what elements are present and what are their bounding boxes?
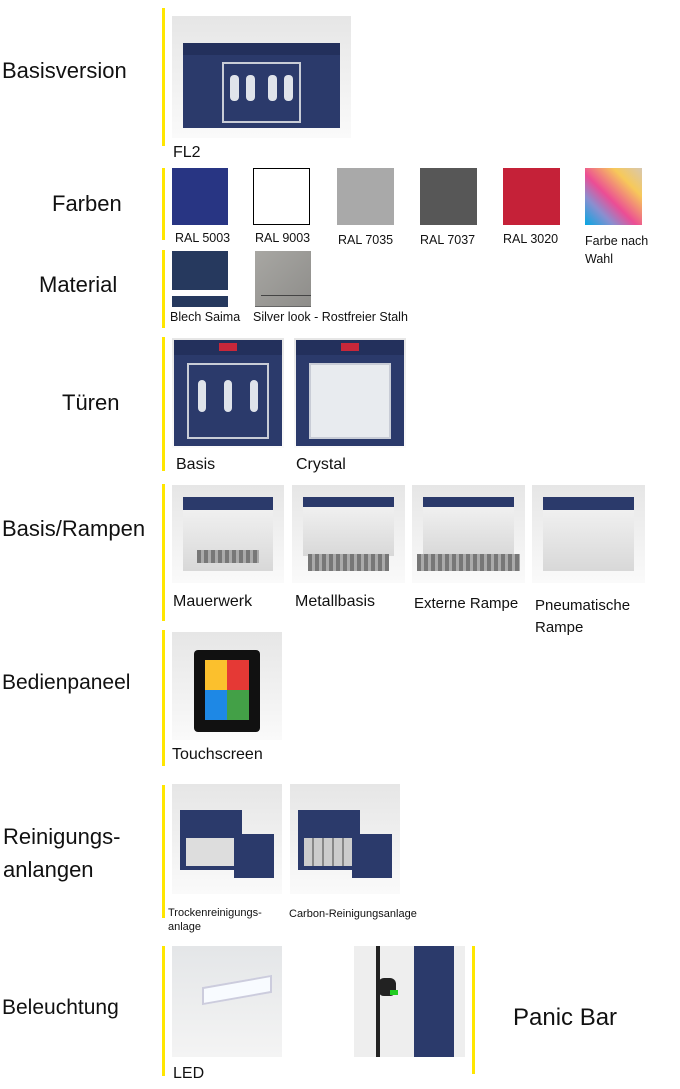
- ramp-extern-image[interactable]: [412, 485, 525, 583]
- ramp-mauerwerk-image[interactable]: [172, 485, 284, 583]
- caption-trocken: Trockenreinigungs-anlage: [168, 907, 262, 934]
- ramp-pneumatisch-image[interactable]: [532, 485, 645, 583]
- caption-led: LED: [173, 1065, 205, 1082]
- caption-externe-rampe: Externe Rampe: [414, 595, 519, 612]
- booth-fl2-image: [172, 16, 351, 138]
- caption-fl2: FL2: [173, 144, 201, 161]
- divider: [162, 8, 165, 146]
- caption-ral-5003: RAL 5003: [175, 231, 231, 245]
- ramp-metallbasis-image[interactable]: [292, 485, 405, 583]
- section-label-rampen: Basis/Rampen: [2, 516, 146, 541]
- panic-bar-image[interactable]: [354, 946, 465, 1057]
- swatch-ral-7037[interactable]: [420, 168, 477, 225]
- divider: [162, 168, 165, 240]
- caption-ral-7035: RAL 7035: [338, 233, 394, 247]
- caption-ral-3020: RAL 3020: [503, 232, 559, 246]
- caption-custom-color: Farbe nach Wahl: [585, 234, 649, 266]
- door-crystal-image[interactable]: [294, 338, 406, 448]
- divider: [472, 946, 475, 1074]
- section-label-basisversion: Basisversion: [2, 58, 127, 83]
- door-basis-image[interactable]: [172, 338, 284, 448]
- caption-metallbasis: Metallbasis: [295, 593, 376, 610]
- carbon-filter-image[interactable]: [290, 784, 400, 894]
- material-blech-saima[interactable]: [172, 251, 228, 307]
- panic-bar-label: Panic Bar: [513, 1004, 618, 1031]
- material-silver-look[interactable]: [255, 251, 311, 307]
- caption-basis: Basis: [176, 456, 216, 473]
- caption-mauerwerk: Mauerwerk: [173, 593, 253, 610]
- led-image[interactable]: [172, 946, 282, 1057]
- section-label-tueren: Türen: [62, 390, 120, 415]
- swatch-ral-3020[interactable]: [503, 168, 560, 225]
- divider: [162, 785, 165, 918]
- divider: [162, 946, 165, 1076]
- swatch-ral-9003[interactable]: [253, 168, 310, 225]
- swatch-custom-color[interactable]: [585, 168, 642, 225]
- dry-filter-image[interactable]: [172, 784, 282, 894]
- caption-crystal: Crystal: [296, 456, 346, 473]
- swatch-ral-5003[interactable]: [172, 168, 228, 225]
- divider: [162, 484, 165, 621]
- caption-ral-9003: RAL 9003: [255, 231, 311, 245]
- touchscreen-image[interactable]: [172, 632, 282, 740]
- section-label-bedienpaneel: Bedienpaneel: [2, 671, 131, 694]
- section-label-beleuchtung: Beleuchtung: [2, 996, 119, 1019]
- section-label-material: Material: [39, 272, 118, 297]
- section-label-reinigung: Reinigungs-anlangen: [3, 824, 121, 882]
- caption-carbon: Carbon-Reinigungsanlage: [289, 908, 417, 920]
- caption-silver-look: Silver look - Rostfreier Stalh: [253, 310, 408, 324]
- swatch-ral-7035[interactable]: [337, 168, 394, 225]
- section-label-farben: Farben: [52, 191, 122, 216]
- caption-touchscreen: Touchscreen: [172, 746, 263, 763]
- caption-pneumatische-rampe: Pneumatische Rampe: [535, 597, 631, 636]
- caption-ral-7037: RAL 7037: [420, 233, 476, 247]
- caption-blech-saima: Blech Saima: [170, 310, 241, 324]
- divider: [162, 337, 165, 471]
- divider: [162, 250, 165, 328]
- divider: [162, 630, 165, 766]
